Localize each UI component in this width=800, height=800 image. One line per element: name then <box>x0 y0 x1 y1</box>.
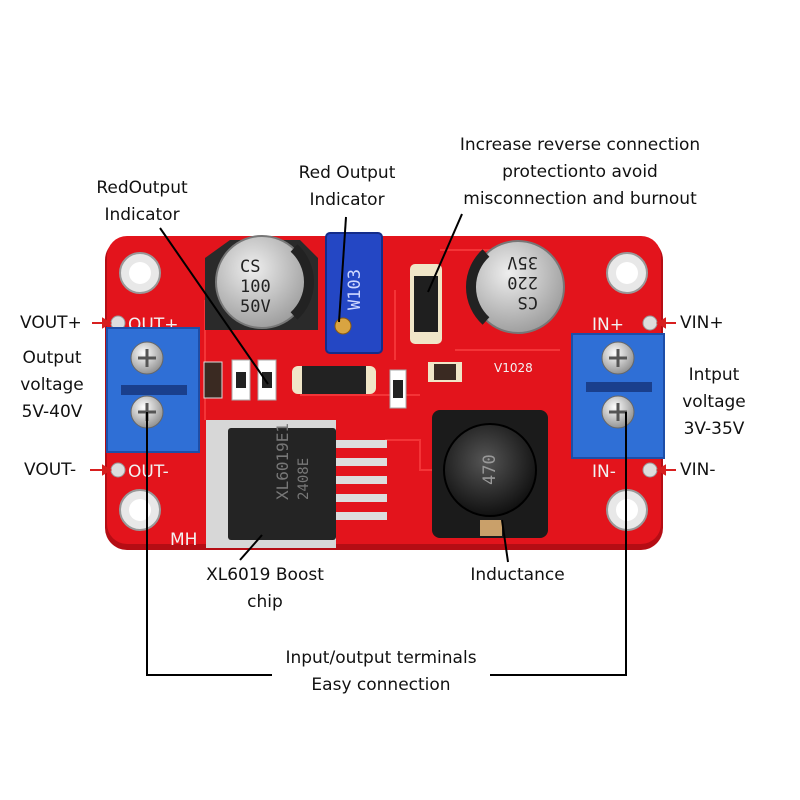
input-capacitor: CS 220 35V <box>465 240 565 334</box>
pad-in-minus <box>642 462 658 478</box>
pointer-lines <box>146 213 627 676</box>
label-red-output-left: RedOutput Indicator <box>96 178 188 225</box>
silk-in-plus: IN+ <box>592 315 624 335</box>
smd-resistor <box>389 369 407 409</box>
pad-in-plus <box>642 315 658 331</box>
label-input-voltage: Intput voltage 3V-35V <box>682 365 746 439</box>
mounting-hole <box>119 489 161 531</box>
label-inductance: Inductance <box>470 565 565 585</box>
input-terminal-block <box>571 333 665 459</box>
cap-output-line1: CS <box>240 257 260 277</box>
label-vout-minus: VOUT- <box>24 460 77 480</box>
silk-out-minus: OUT- <box>128 462 169 482</box>
mounting-hole <box>119 252 161 294</box>
label-vin-minus: VIN- <box>680 460 716 480</box>
label-chip: XL6019 Boost chip <box>206 565 324 612</box>
label-reverse-protection: Increase reverse connection protectionto… <box>459 135 701 209</box>
pad-out-minus <box>110 462 126 478</box>
protection-diode <box>410 264 442 344</box>
cap-output-line3: 50V <box>240 297 271 317</box>
smd-resistor <box>203 361 223 399</box>
inductor-label: 470 <box>480 454 500 485</box>
output-terminal-block <box>106 327 200 453</box>
chip-line2: 2408E <box>296 458 312 500</box>
silk-in-minus: IN- <box>592 462 616 482</box>
smd-capacitor <box>428 362 462 382</box>
cap-input-line2: 220 <box>507 272 538 292</box>
cap-input-line3: 35V <box>507 252 538 272</box>
silk-version: V1028 <box>494 361 533 375</box>
label-red-output-center: Red Output Indicator <box>298 163 396 210</box>
smd-diode <box>292 366 376 394</box>
label-terminals: Input/output terminals Easy connection <box>285 648 477 695</box>
cap-input-line1: CS <box>518 292 538 312</box>
xl6019-chip: XL6019E1 2408E <box>206 420 387 548</box>
smd-resistor <box>257 359 277 401</box>
cap-output-line2: 100 <box>240 277 271 297</box>
label-vin-plus: VIN+ <box>680 313 724 333</box>
trimmer-label: W103 <box>345 269 365 310</box>
smd-led <box>231 359 251 401</box>
output-capacitor: CS 100 50V <box>205 235 318 330</box>
inductor: 470 <box>432 410 548 538</box>
silk-mh: MH <box>170 530 197 550</box>
trimmer-potentiometer: W103 <box>325 232 383 354</box>
chip-line1: XL6019E1 <box>273 423 292 500</box>
label-vout-plus: VOUT+ <box>20 313 82 333</box>
label-output-voltage: Output voltage 5V-40V <box>20 348 84 422</box>
mounting-hole <box>606 252 648 294</box>
arrow-icon <box>90 317 676 476</box>
